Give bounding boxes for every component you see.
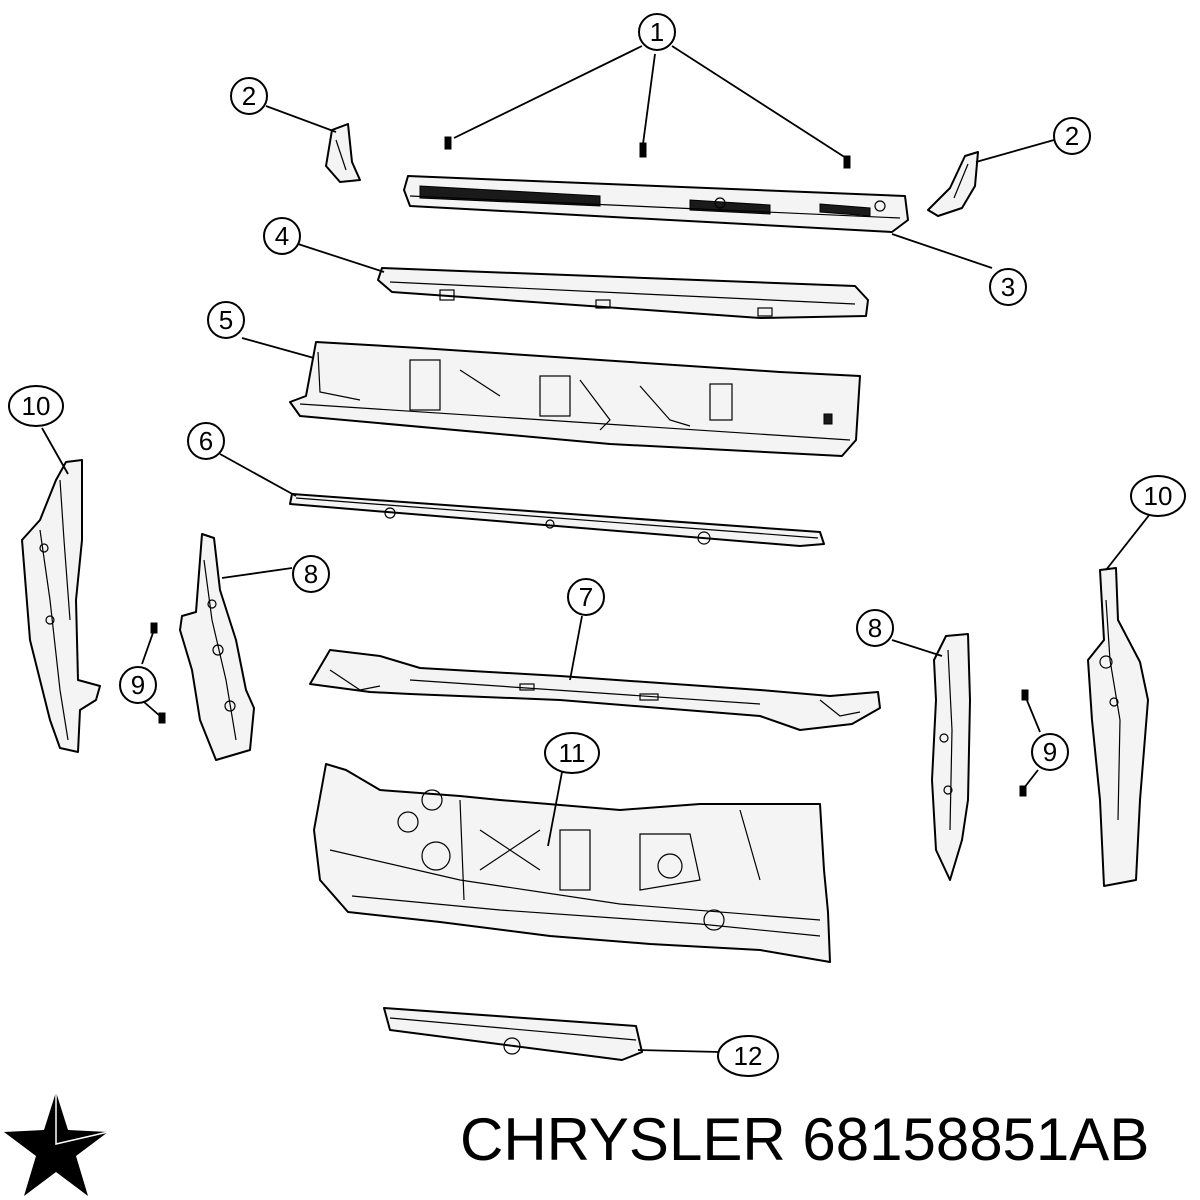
svg-text:2: 2 — [242, 81, 256, 111]
callout-12: 12 — [717, 1035, 779, 1077]
callout-9-left: 9 — [119, 666, 157, 704]
svg-text:9: 9 — [131, 670, 145, 700]
part-10-right-pillar — [1087, 567, 1149, 887]
svg-text:8: 8 — [304, 559, 318, 589]
callout-8-right: 8 — [856, 609, 894, 647]
callout-8-left: 8 — [292, 555, 330, 593]
part-11-dash-panel — [313, 763, 831, 963]
callout-9-right: 9 — [1031, 733, 1069, 771]
callout-4: 4 — [263, 217, 301, 255]
svg-text:4: 4 — [275, 221, 289, 251]
chrysler-pentastar-icon — [4, 1092, 109, 1196]
brand-name: CHRYSLER — [460, 1106, 786, 1173]
svg-text:1: 1 — [650, 17, 664, 47]
svg-text:6: 6 — [199, 426, 213, 456]
callout-1: 1 — [638, 13, 676, 51]
callout-3: 3 — [989, 268, 1027, 306]
part-2-right-bracket — [927, 151, 979, 217]
svg-text:12: 12 — [734, 1041, 763, 1071]
callout-5: 5 — [207, 301, 245, 339]
callout-6: 6 — [187, 422, 225, 460]
part-4-cowl-reinforcement — [377, 267, 869, 319]
part-2-left-bracket — [325, 123, 361, 183]
svg-text:8: 8 — [868, 613, 882, 643]
part-number: 68158851AB — [802, 1106, 1150, 1173]
callout-10-left: 10 — [8, 385, 64, 427]
part-8-right-side-panel — [931, 633, 971, 881]
svg-text:9: 9 — [1043, 737, 1057, 767]
callout-2-left: 2 — [230, 77, 268, 115]
part-12-lower-bracket — [383, 1007, 643, 1061]
leader-lines — [41, 45, 1151, 1053]
part-9-fasteners — [150, 622, 1029, 797]
part-5-upper-plenum — [289, 341, 861, 457]
svg-text:10: 10 — [22, 391, 51, 421]
svg-text:2: 2 — [1065, 121, 1079, 151]
part-caption: CHRYSLER 68158851AB — [460, 1100, 1190, 1180]
part-8-left-side-panel — [179, 533, 255, 761]
part-6-cross-member — [289, 493, 825, 547]
callout-11: 11 — [544, 732, 600, 774]
part-1-fasteners — [444, 136, 851, 169]
callout-10-right: 10 — [1130, 475, 1186, 517]
svg-text:10: 10 — [1144, 481, 1173, 511]
svg-text:3: 3 — [1001, 272, 1015, 302]
callout-7: 7 — [567, 578, 605, 616]
svg-text:5: 5 — [219, 305, 233, 335]
part-7-dash-cross-bar — [309, 649, 881, 731]
callout-2-right: 2 — [1053, 117, 1091, 155]
part-10-left-pillar — [21, 459, 101, 753]
part-3-cowl-panel — [403, 175, 909, 233]
svg-text:7: 7 — [579, 582, 593, 612]
svg-text:11: 11 — [559, 738, 586, 768]
